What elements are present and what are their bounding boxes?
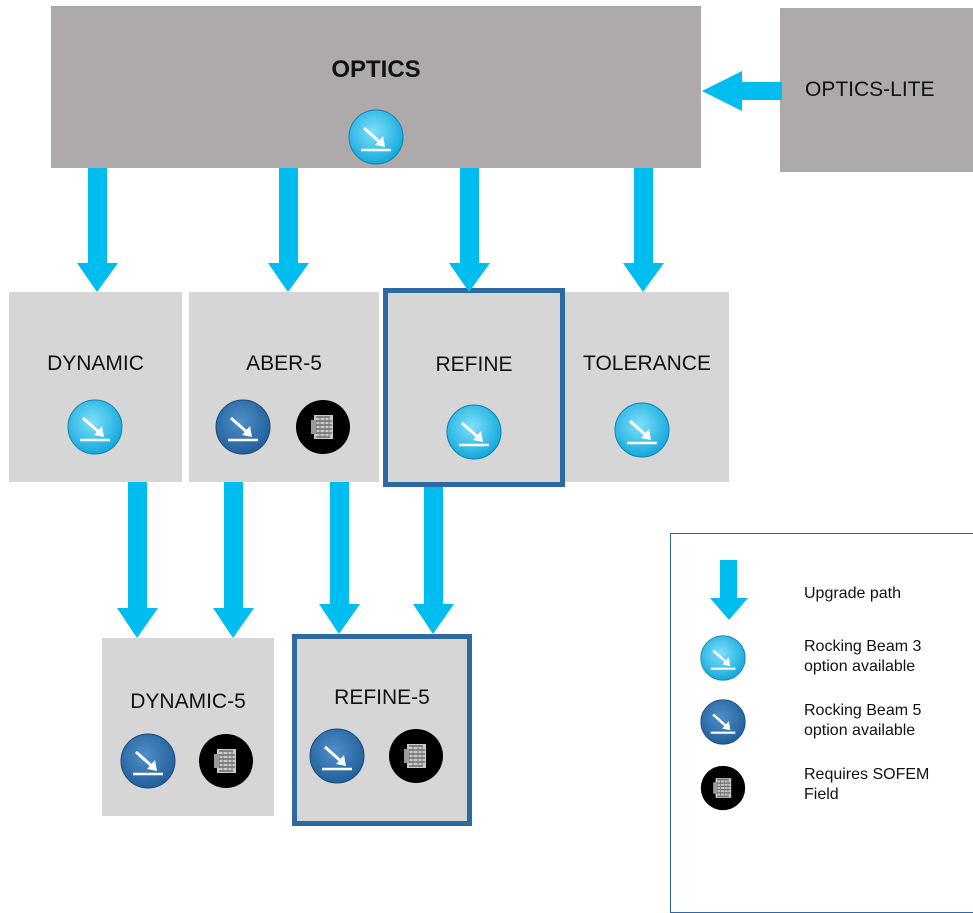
refine-label: REFINE [435,353,513,376]
refine-box: REFINE [383,288,565,487]
legend-upgrade-path: Upgrade path [804,585,901,602]
optics-lite-label: OPTICS-LITE [805,78,935,101]
tolerance-label: TOLERANCE [583,352,711,375]
arrow-optics-to-aber5 [268,168,309,292]
aber5-label: ABER-5 [246,352,322,375]
dynamic-label: DYNAMIC [47,352,144,375]
refine5-box: REFINE-5 [292,634,472,826]
upgrade-path-arrow-icon [710,560,748,620]
arrow-refine-to-refine5 [413,487,454,634]
optics-lite-box: OPTICS-LITE [780,8,973,172]
optics-label: OPTICS [331,56,421,83]
refine5-label: REFINE-5 [334,686,430,709]
tolerance-box: TOLERANCE [565,292,729,482]
arrow-optics-to-dynamic [77,168,118,292]
legend-sofem: Requires SOFEM Field [804,766,930,803]
dynamic-box: DYNAMIC [9,292,182,482]
aber5-box: ABER-5 [189,292,379,482]
rocking-beam-5-icon [700,699,746,745]
arrow-dynamic-to-dynamic5 [117,482,158,638]
arrow-optics-lite-to-optics [702,71,782,111]
arrow-aber5-to-refine5 [319,482,360,634]
rocking-beam-3-icon [700,635,746,681]
arrow-optics-to-tolerance [623,168,664,292]
optics-box: OPTICS [51,6,701,168]
arrow-optics-to-refine [449,168,490,292]
dynamic5-box: DYNAMIC-5 [102,638,274,816]
dynamic5-label: DYNAMIC-5 [130,690,246,713]
arrow-aber5-to-dynamic5 [213,482,254,638]
legend-rb3: Rocking Beam 3 option available [804,638,922,675]
legend: Upgrade path Rocking Beam 3 option avail… [670,533,973,913]
legend-rb5: Rocking Beam 5 option available [804,702,922,739]
sofem-field-icon [700,765,746,811]
